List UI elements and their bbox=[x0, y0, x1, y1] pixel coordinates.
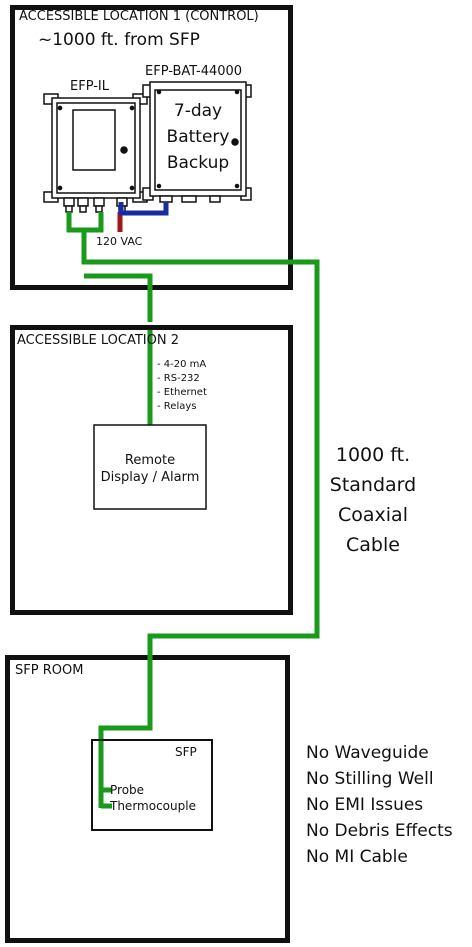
location-1-title: ACCESSIBLE LOCATION 1 (CONTROL) bbox=[19, 9, 259, 24]
distance-label: ~1000 ft. from SFP bbox=[38, 30, 200, 50]
location-2-title: ACCESSIBLE LOCATION 2 bbox=[17, 333, 179, 348]
efp-il-enclosure bbox=[43, 93, 148, 213]
battery-text-line-1: 7-day bbox=[173, 101, 223, 121]
signal-item: - 4-20 mA bbox=[157, 359, 207, 370]
battery-model-label: EFP-BAT-44000 bbox=[145, 64, 243, 79]
coax-cables bbox=[66, 212, 320, 809]
battery-link bbox=[118, 202, 169, 216]
feature-item: No EMI Issues bbox=[306, 795, 424, 815]
signal-item: - Ethernet bbox=[157, 387, 207, 398]
probe-label: Probe bbox=[110, 783, 145, 797]
feature-item: No MI Cable bbox=[306, 847, 408, 867]
sfp-pool-box bbox=[91, 739, 213, 831]
location-2-box bbox=[10, 325, 293, 615]
signal-item: - RS-232 bbox=[157, 373, 200, 384]
feature-item: No Stilling Well bbox=[306, 769, 434, 789]
sfp-room-title: SFP ROOM bbox=[15, 663, 84, 678]
cable-label-line-1: 1000 ft. bbox=[335, 444, 411, 466]
battery-text-line-2: Battery bbox=[166, 127, 230, 147]
feature-list: No Waveguide No Stilling Well No EMI Iss… bbox=[306, 740, 453, 870]
remote-display-line-2: Display / Alarm bbox=[100, 470, 200, 485]
feature-item: No Debris Effects bbox=[306, 821, 453, 841]
battery-backup-text: 7-day Battery Backup bbox=[155, 98, 241, 176]
thermocouple-label: Thermocouple bbox=[110, 799, 196, 813]
cable-label-line-4: Cable bbox=[346, 534, 400, 556]
efp-il-label: EFP-IL bbox=[70, 79, 110, 94]
cable-label-line-3: Coaxial bbox=[338, 504, 408, 526]
cable-label-line-2: Standard bbox=[329, 474, 417, 496]
remote-display-box bbox=[93, 424, 207, 510]
signal-list: - 4-20 mA - RS-232 - Ethernet - Relays bbox=[157, 358, 207, 414]
battery-enclosure bbox=[142, 81, 252, 203]
cable-label: 1000 ft. Standard Coaxial Cable bbox=[318, 440, 428, 560]
signal-item: - Relays bbox=[157, 401, 197, 412]
power-label: 120 VAC bbox=[96, 235, 143, 248]
sfp-label: SFP bbox=[175, 745, 197, 759]
remote-display-line-1: Remote bbox=[124, 453, 176, 468]
remote-display-text: Remote Display / Alarm bbox=[94, 452, 206, 486]
feature-item: No Waveguide bbox=[306, 743, 429, 763]
battery-text-line-3: Backup bbox=[166, 153, 230, 173]
